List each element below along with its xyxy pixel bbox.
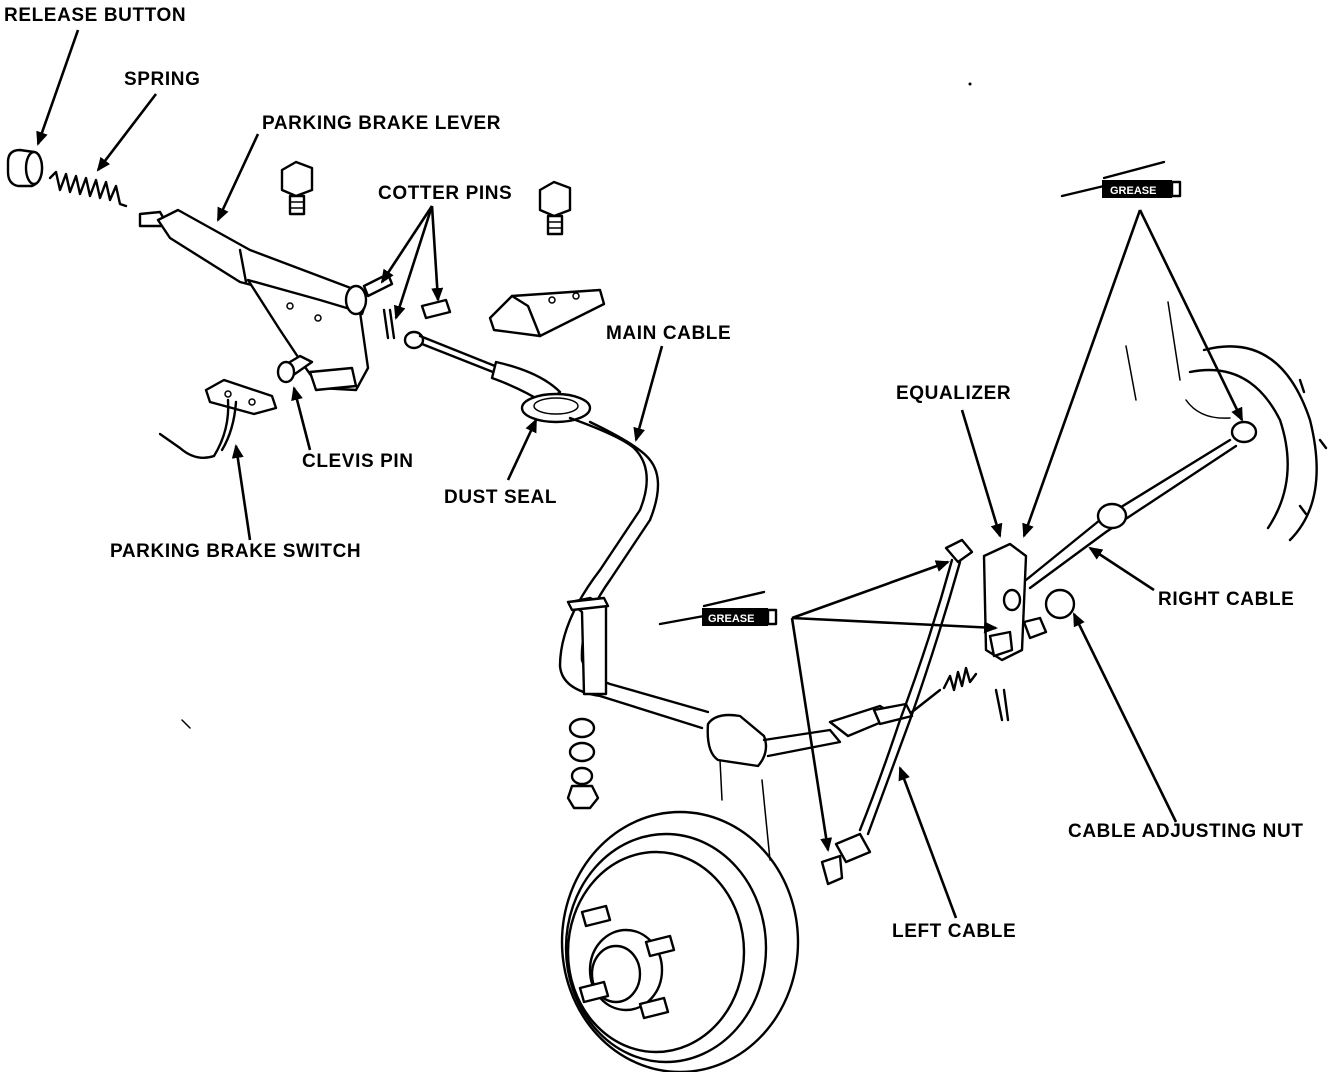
equalizer-spring (910, 666, 978, 714)
grease-tube-middle-label: GREASE (708, 613, 754, 625)
label-right-cable: RIGHT CABLE (1158, 589, 1295, 610)
arrow-parking-brake-lever (216, 133, 260, 222)
spring-part (48, 170, 128, 208)
arrow-grease-top-equalizer (1022, 209, 1142, 538)
main-cable-part (403, 330, 914, 768)
arrow-main-cable (633, 345, 664, 442)
label-equalizer: EQUALIZER (896, 383, 1012, 404)
arrow-grease-mid-2 (791, 616, 998, 634)
arrow-grease-mid-1 (791, 560, 950, 620)
grease-tube-top: GREASE (1060, 160, 1182, 198)
arrow-cotter-pin-2 (393, 205, 434, 320)
equalizer-part (982, 542, 1076, 722)
stray-mark (181, 719, 191, 729)
arrow-release-button (36, 29, 80, 146)
label-parking-brake-switch: PARKING BRAKE SWITCH (110, 541, 362, 562)
label-spring: SPRING (124, 69, 201, 90)
left-cable-part (820, 538, 974, 886)
release-button-part (6, 148, 44, 188)
label-cable-adjusting-nut: CABLE ADJUSTING NUT (1068, 821, 1304, 842)
label-main-cable: MAIN CABLE (606, 323, 732, 344)
parking-brake-switch-part (158, 378, 278, 459)
label-left-cable: LEFT CABLE (892, 921, 1017, 942)
left-brake-drum (560, 759, 800, 1074)
clevis-pin-part (276, 354, 314, 384)
grease-tube-top-label: GREASE (1110, 185, 1156, 197)
bolt-part-left (280, 160, 314, 216)
arrow-cable-adjusting-nut (1072, 612, 1178, 823)
leader-arrows (36, 29, 1244, 919)
arrow-left-cable (898, 766, 958, 919)
arrow-clevis-pin (291, 386, 312, 451)
arrow-equalizer (960, 409, 1003, 538)
right-brake-drum (1125, 301, 1328, 542)
arrow-cotter-pin-3 (430, 205, 444, 302)
nut-washer-stack (566, 717, 600, 810)
arrow-dust-seal (506, 418, 538, 481)
label-clevis-pin: CLEVIS PIN (302, 451, 414, 472)
arrow-right-cable (1088, 546, 1155, 592)
parking-brake-lever-part (138, 208, 370, 392)
arrow-parking-brake-switch (231, 444, 252, 541)
label-release-button: RELEASE BUTTON (4, 5, 187, 26)
stray-dot (968, 82, 972, 86)
bracket-part (488, 288, 606, 338)
arrow-cotter-pin-1 (380, 205, 434, 284)
label-dust-seal: DUST SEAL (444, 487, 558, 508)
label-parking-brake-lever: PARKING BRAKE LEVER (262, 113, 502, 134)
right-cable-part (1024, 420, 1258, 590)
bolt-part-right (538, 180, 572, 236)
label-cotter-pins: COTTER PINS (378, 183, 513, 204)
arrow-grease-mid-3 (790, 617, 833, 852)
grease-tube-middle: GREASE (658, 590, 778, 626)
arrow-spring (96, 93, 158, 172)
arrow-grease-top-right (1138, 209, 1244, 422)
